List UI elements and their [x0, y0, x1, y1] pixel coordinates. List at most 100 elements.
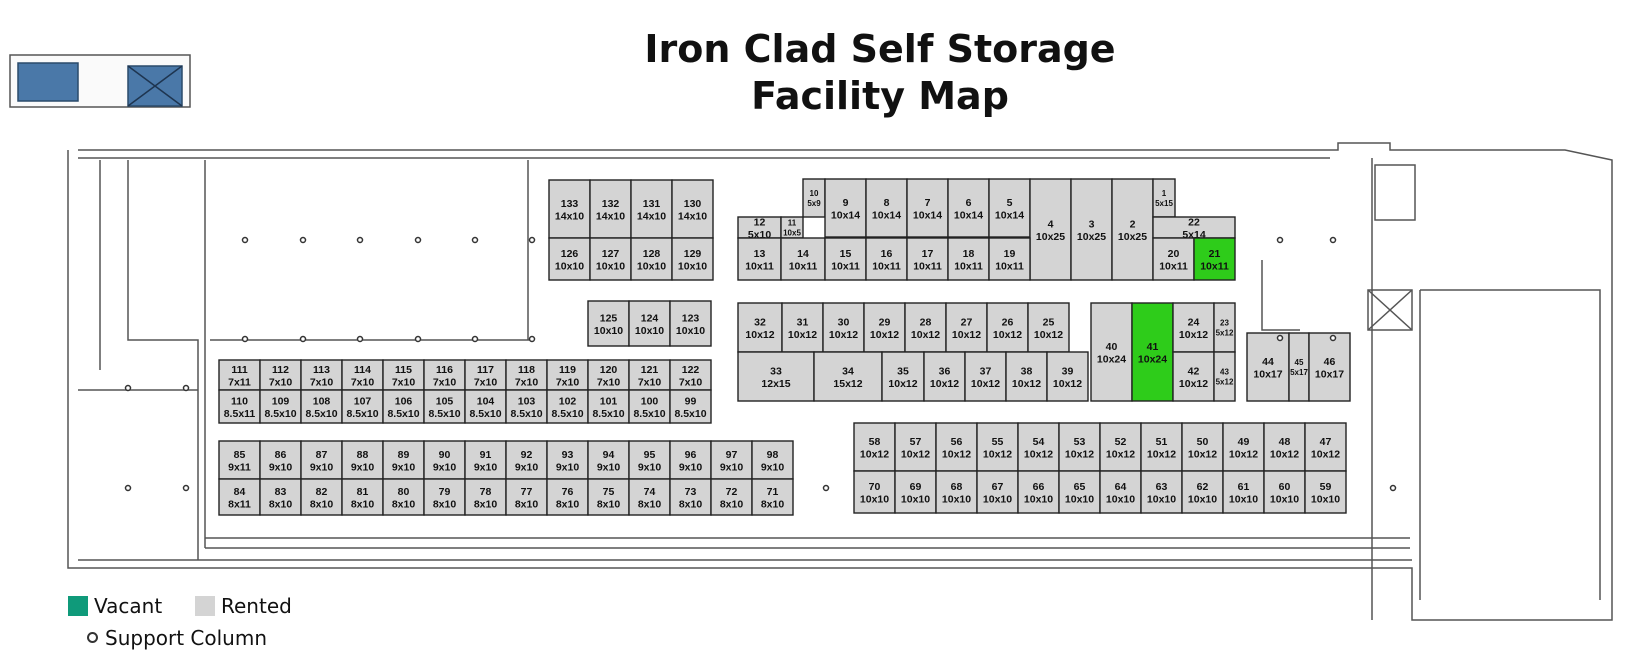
- unit-99[interactable]: 998.5x10: [669, 389, 712, 424]
